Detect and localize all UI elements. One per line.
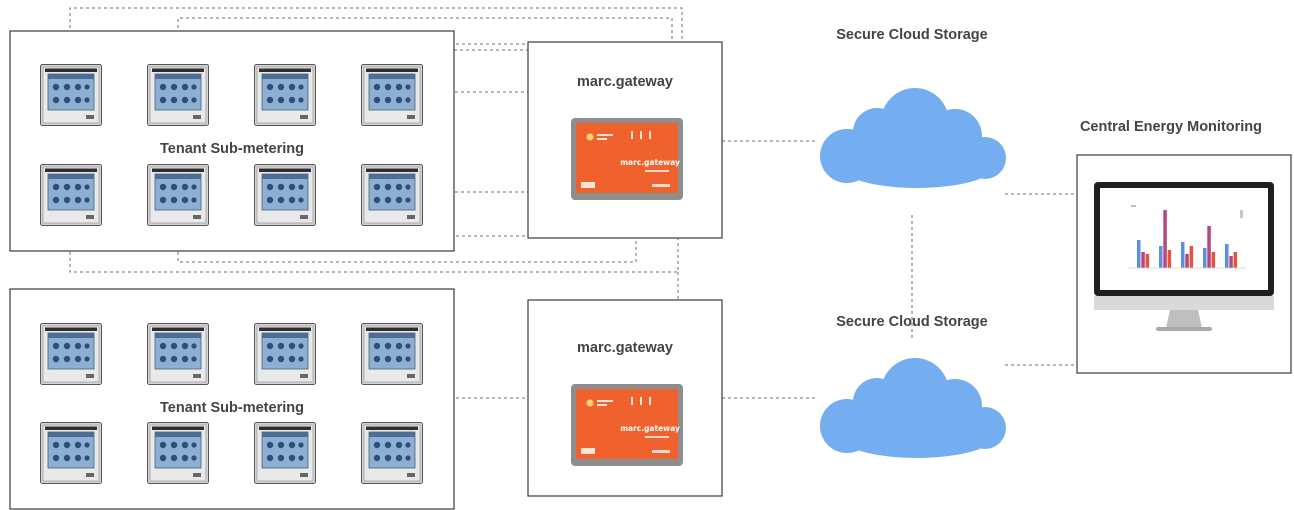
- monitoring-box: [1076, 154, 1292, 374]
- monitoring-label: Central Energy Monitoring: [1080, 119, 1262, 135]
- screen-chart-bar: [1167, 250, 1172, 268]
- tenant-group-1: Tenant Sub-metering: [9, 30, 455, 252]
- screen-chart-bar: [1185, 254, 1189, 268]
- screen-chart-bar: [1137, 240, 1141, 268]
- gateway-device-label: marc.gateway: [620, 158, 680, 167]
- screen-chart-bar: [1189, 246, 1194, 268]
- screen-chart-bar: [1181, 242, 1185, 268]
- gateway-box-2: marc.gateway marc.gateway: [527, 299, 723, 497]
- gateway-box-1: marc.gateway marc.gateway: [527, 41, 723, 239]
- monitor-icon: [1094, 182, 1274, 331]
- gateway-device-icon: marc.gateway: [571, 118, 683, 200]
- monitor-screen: [1100, 188, 1268, 290]
- meter-device-icon: [40, 164, 102, 226]
- meter-device-icon: [361, 323, 423, 385]
- meter-device-icon: [147, 64, 209, 126]
- meter-device-icon: [254, 164, 316, 226]
- meter-device-icon: [40, 422, 102, 484]
- screen-chart-bar: [1203, 248, 1207, 268]
- meter-device-icon: [361, 422, 423, 484]
- meter-device-icon: [147, 164, 209, 226]
- meter-device-icon: [361, 64, 423, 126]
- gateway-device-icon: marc.gateway: [571, 384, 683, 466]
- screen-chart-bar: [1229, 256, 1233, 268]
- tenant-group-2: Tenant Sub-metering: [9, 288, 455, 510]
- tenant-group-label: Tenant Sub-metering: [160, 400, 304, 416]
- screen-chart-bar: [1233, 252, 1238, 268]
- cloud-storage-label: Secure Cloud Storage: [836, 27, 987, 43]
- meter-device-icon: [147, 323, 209, 385]
- meter-device-icon: [254, 323, 316, 385]
- screen-chart-bar: [1145, 254, 1150, 268]
- tenant-group-label: Tenant Sub-metering: [160, 141, 304, 157]
- meter-device-icon: [40, 323, 102, 385]
- meter-device-icon: [40, 64, 102, 126]
- screen-chart-bar: [1211, 252, 1216, 268]
- screen-chart-bar: [1225, 244, 1229, 268]
- gateway-title: marc.gateway: [577, 74, 673, 90]
- meter-device-icon: [147, 422, 209, 484]
- screen-chart-bar: [1207, 226, 1211, 268]
- meter-device-icon: [254, 422, 316, 484]
- screen-chart: [1128, 210, 1246, 269]
- gateway-device-label: marc.gateway: [620, 424, 680, 433]
- gateway-title: marc.gateway: [577, 340, 673, 356]
- cloud-icon: [820, 358, 1006, 458]
- screen-chart-bar: [1163, 210, 1167, 268]
- screen-chart-bar: [1159, 246, 1163, 268]
- screen-chart-bar: [1141, 252, 1145, 268]
- meter-device-icon: [361, 164, 423, 226]
- cloud-icon: [820, 88, 1006, 188]
- meter-device-icon: [254, 64, 316, 126]
- cloud-storage-label: Secure Cloud Storage: [836, 314, 987, 330]
